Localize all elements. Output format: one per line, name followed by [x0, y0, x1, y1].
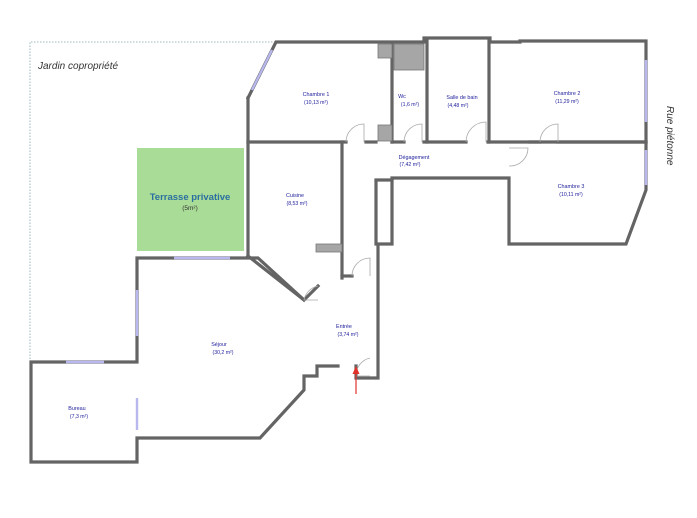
- room-degagement-area: (7,42 m²): [399, 162, 420, 168]
- entry-arrow-icon: [352, 366, 360, 394]
- street-label: Rue piétonne: [664, 106, 675, 166]
- room-sdb-name: Salle de bain: [446, 95, 477, 101]
- room-sejour-name: Séjour: [211, 342, 227, 348]
- terrace-name: Terrasse privative: [150, 192, 231, 203]
- room-chambre1-area: (10,13 m²): [304, 100, 328, 106]
- room-cuisine-name: Cuisine: [286, 193, 304, 199]
- room-chambre2-area: (11,29 m²): [555, 99, 579, 105]
- room-chambre3-area: (10,11 m²): [559, 192, 583, 198]
- room-wc-area: (1,6 m²): [401, 102, 419, 108]
- room-chambre2-name: Chambre 2: [554, 91, 581, 97]
- room-wc-name: Wc: [398, 94, 406, 100]
- ducts: [315, 43, 425, 253]
- room-chambre3-name: Chambre 3: [558, 184, 585, 190]
- exterior-walls: [29, 36, 648, 464]
- room-sdb-area: (4,48 m²): [447, 103, 468, 109]
- interior-walls: [245, 38, 648, 303]
- private-terrace: [137, 148, 244, 251]
- room-degagement-name: Dégagement: [399, 155, 430, 161]
- terrace-area: (5m²): [182, 205, 198, 212]
- room-bureau-name: Bureau: [68, 406, 85, 412]
- room-cuisine-area: (8,53 m²): [286, 201, 307, 207]
- room-bureau-area: (7,3 m²): [70, 414, 88, 420]
- garden-label: Jardin copropriété: [37, 61, 118, 72]
- room-entree-area: (3,74 m²): [337, 332, 358, 338]
- room-sejour-area: (30,2 m²): [212, 350, 233, 356]
- room-entree-name: Entrée: [336, 324, 352, 330]
- room-chambre1-name: Chambre 1: [303, 92, 330, 98]
- doors: [303, 121, 559, 377]
- windows: [66, 49, 648, 430]
